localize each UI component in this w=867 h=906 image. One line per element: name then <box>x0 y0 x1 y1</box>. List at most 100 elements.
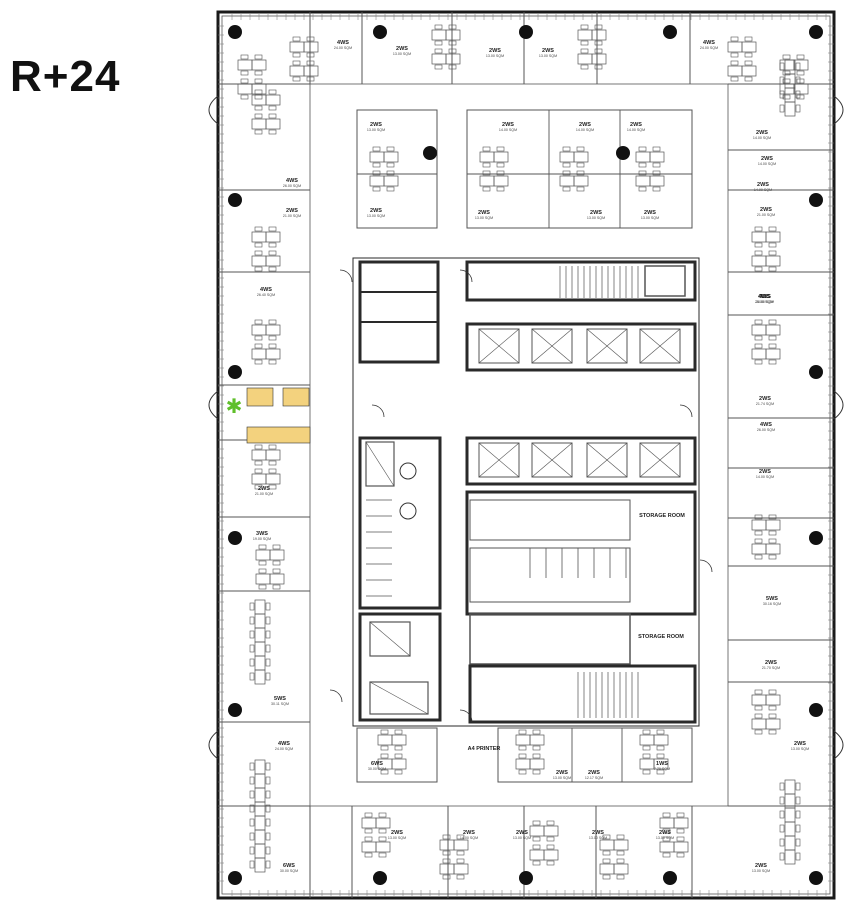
desk <box>573 175 589 187</box>
room-area: 14.00 SQM <box>753 136 771 140</box>
chair <box>386 186 395 192</box>
chair <box>795 782 801 791</box>
desk <box>543 825 559 837</box>
chair <box>448 40 457 46</box>
desk <box>493 151 509 163</box>
chair <box>730 60 739 66</box>
chair <box>456 858 465 864</box>
desk <box>254 641 266 657</box>
desk <box>269 549 285 561</box>
chair <box>754 319 763 325</box>
chair <box>268 343 277 349</box>
room-area: 26.00 SQM <box>755 300 773 304</box>
chair <box>782 94 791 100</box>
chair <box>754 689 763 695</box>
chair <box>532 820 541 826</box>
office-wall <box>466 109 693 229</box>
desk <box>391 758 407 770</box>
desk <box>265 94 281 106</box>
desk <box>383 175 399 187</box>
desk <box>784 821 796 837</box>
chair <box>265 804 271 813</box>
room-code: 2WS <box>765 660 777 666</box>
desk <box>793 59 809 71</box>
desk <box>649 151 665 163</box>
chair <box>254 105 263 111</box>
door-swing <box>339 269 353 283</box>
chair <box>594 48 603 54</box>
chair <box>268 359 277 365</box>
desk <box>765 543 781 555</box>
room-code: 2WS <box>760 207 772 213</box>
desk <box>361 817 377 829</box>
room-code: 2WS <box>590 210 602 216</box>
room-area: 24.00 SQM <box>700 46 718 50</box>
chair <box>386 146 395 152</box>
chair <box>795 104 801 113</box>
lift-cross <box>531 328 573 364</box>
room-code: 5WS <box>274 696 286 702</box>
structural-column <box>373 25 387 39</box>
desk-cluster <box>369 146 399 168</box>
chair <box>372 162 381 168</box>
lift-cross <box>639 442 681 478</box>
desk <box>289 41 305 53</box>
chair <box>779 62 785 71</box>
desk-cluster <box>249 815 271 845</box>
structural-column <box>423 146 437 160</box>
chair <box>442 850 451 856</box>
desk <box>591 29 607 41</box>
lift-cross <box>639 328 681 364</box>
chair <box>768 705 777 711</box>
desk <box>784 849 796 865</box>
desk <box>793 83 809 95</box>
chair <box>268 444 277 450</box>
desk <box>673 817 689 829</box>
chair <box>434 40 443 46</box>
desk <box>779 83 795 95</box>
chair <box>268 335 277 341</box>
room-code: 6WS <box>371 761 383 767</box>
chair <box>518 745 527 751</box>
room-area: 30.11 SQM <box>271 702 289 706</box>
chair <box>254 484 263 490</box>
room-area: 26.00 SQM <box>757 428 775 432</box>
lift-car <box>639 442 681 478</box>
desk <box>529 758 545 770</box>
desk <box>751 694 767 706</box>
lift-cross <box>586 442 628 478</box>
room-code: 3WS <box>256 531 268 537</box>
room-code: 2WS <box>659 830 671 836</box>
desk <box>303 65 319 77</box>
room-area: 13.00 SQM <box>587 216 605 220</box>
desk-cluster <box>751 538 781 560</box>
chair <box>782 54 791 60</box>
chair <box>616 874 625 880</box>
desk-cluster <box>599 834 629 856</box>
chair <box>380 769 389 775</box>
room-code: 2WS <box>757 182 769 188</box>
structural-column <box>809 703 823 717</box>
lift-car <box>478 328 520 364</box>
chair <box>482 146 491 152</box>
chair <box>434 48 443 54</box>
chair <box>249 776 255 785</box>
desk <box>653 758 669 770</box>
desk-cluster <box>431 24 461 46</box>
chair <box>768 530 777 536</box>
chair <box>372 186 381 192</box>
chair <box>576 186 585 192</box>
desk-cluster <box>779 59 801 89</box>
desk <box>254 655 266 671</box>
desk <box>251 449 267 461</box>
bay-window <box>208 95 219 125</box>
chair <box>602 850 611 856</box>
desk <box>529 849 545 861</box>
lift-cross <box>478 328 520 364</box>
chair <box>254 250 263 256</box>
desk-cluster <box>779 807 801 837</box>
